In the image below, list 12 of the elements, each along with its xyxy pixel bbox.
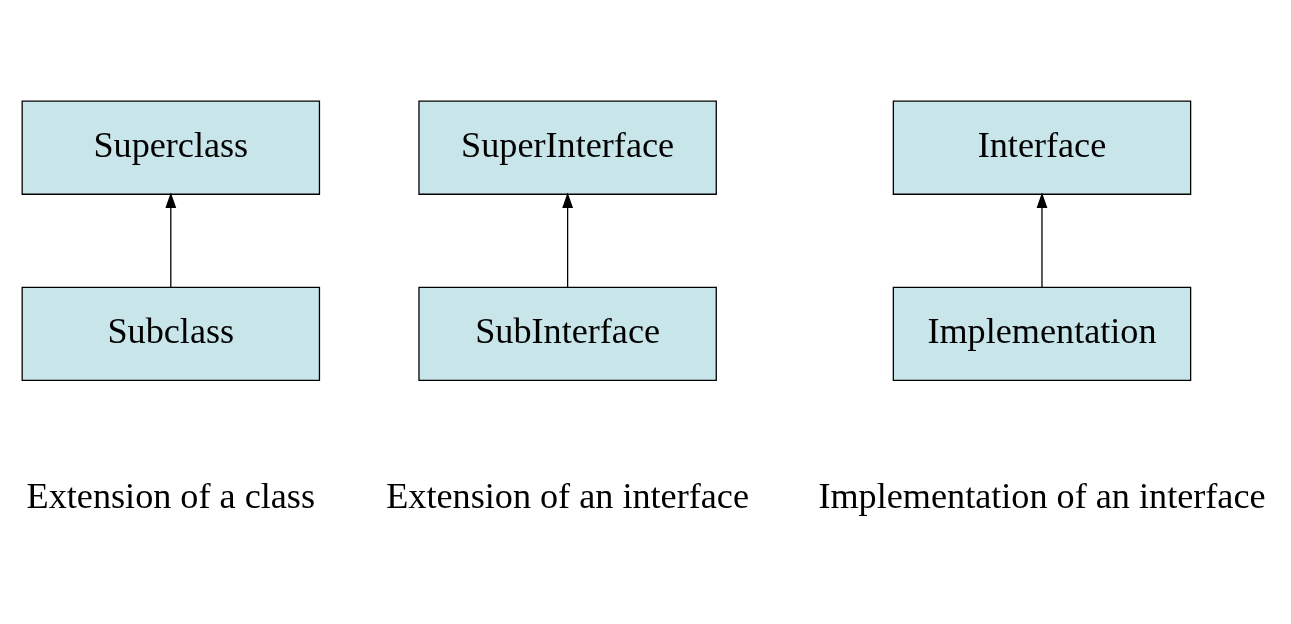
label: Extension of an interface xyxy=(386,475,749,516)
node-box: SubInterface xyxy=(418,286,717,381)
arrow xyxy=(1036,192,1048,288)
node-box: Superclass xyxy=(21,100,321,195)
arrow xyxy=(562,192,574,288)
arrow xyxy=(165,192,177,288)
label: Implementation of an interface xyxy=(818,475,1266,516)
node-box: SuperInterface xyxy=(418,100,717,195)
label: Extension of a class xyxy=(26,475,316,516)
node-box: Interface xyxy=(892,100,1192,195)
node-box: Subclass xyxy=(21,286,321,381)
node-box: Implementation xyxy=(892,286,1192,381)
